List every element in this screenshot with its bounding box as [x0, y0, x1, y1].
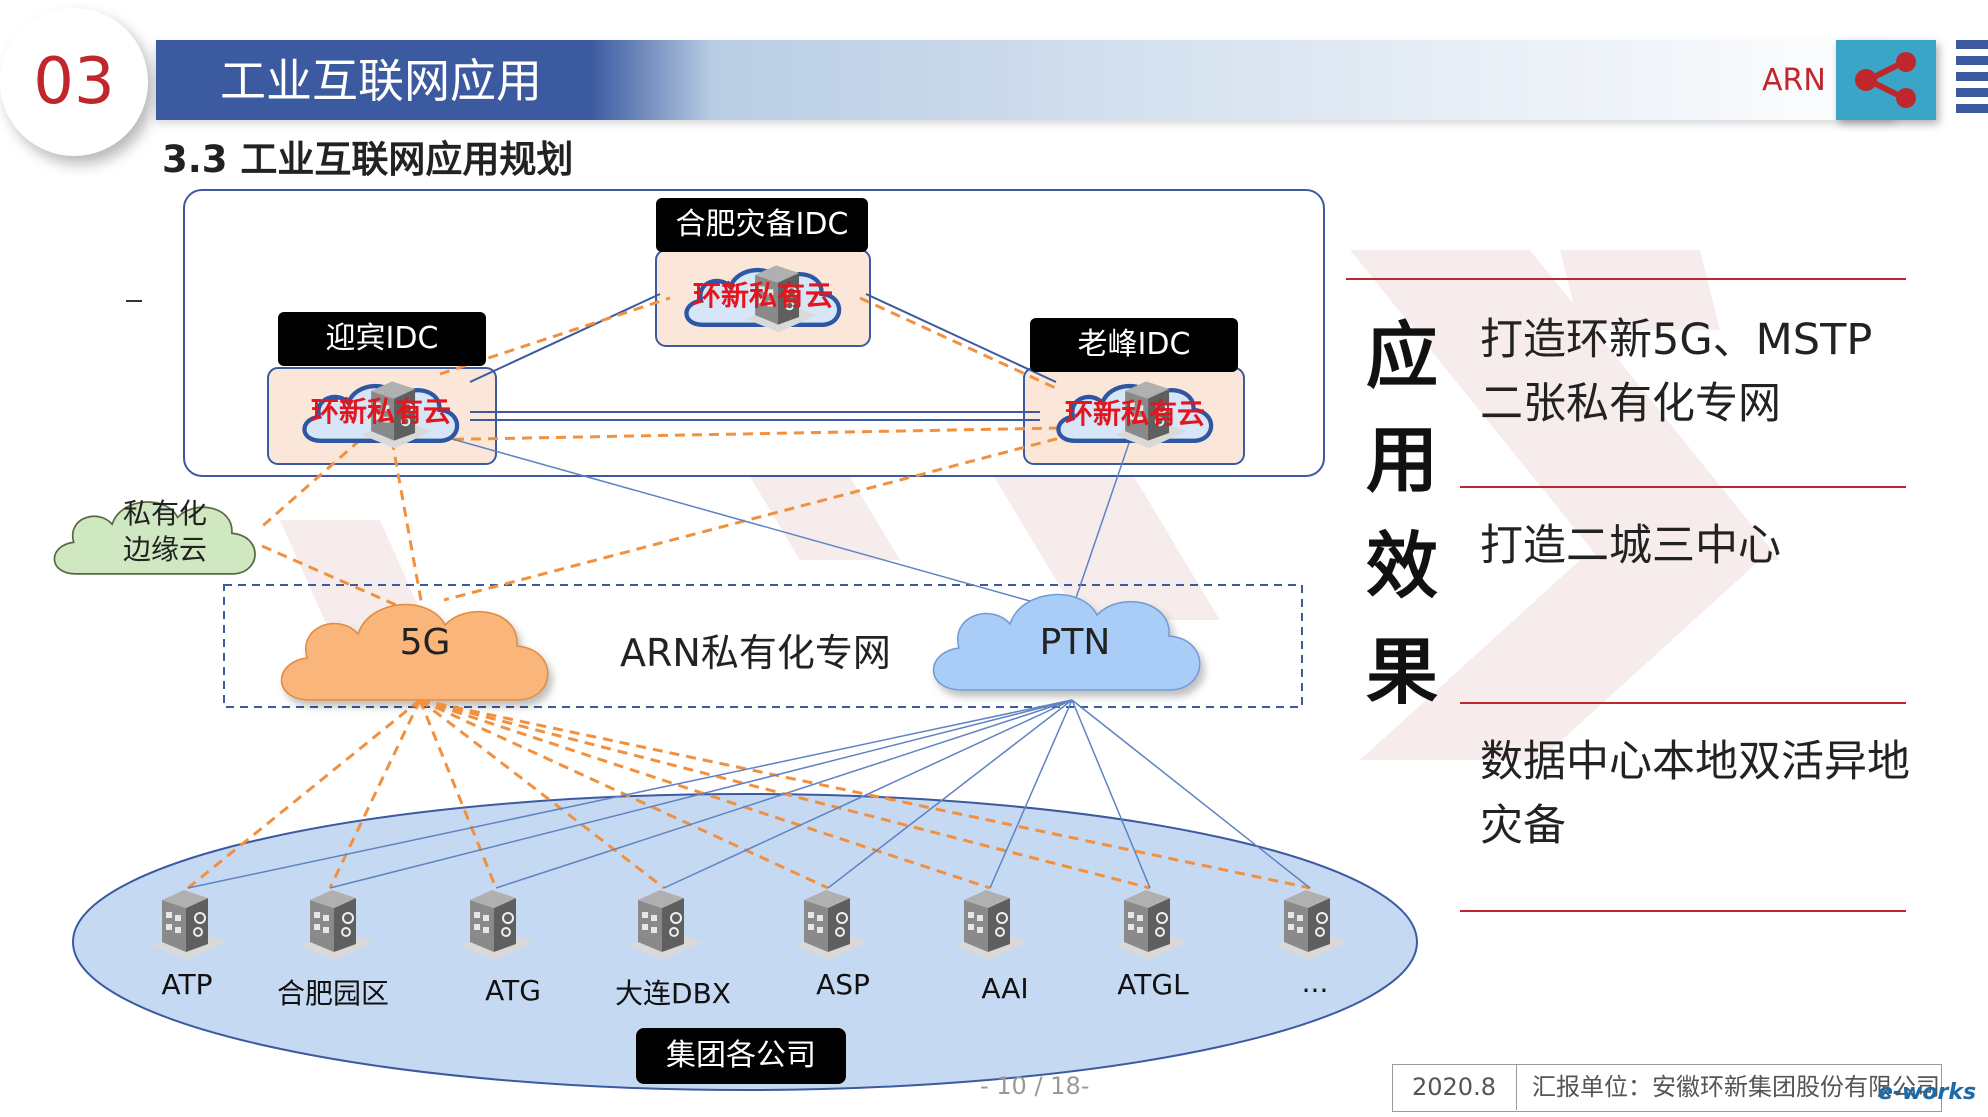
effect-line: 二张私有化专网	[1480, 379, 1781, 429]
cloud-ptn-label: PTN	[1039, 622, 1111, 663]
share-icon	[1855, 52, 1916, 108]
effect-line: 灾备	[1480, 801, 1566, 851]
private-cloud-label: 环新私有云	[310, 395, 451, 428]
effects-heading-char: 应	[1365, 314, 1438, 398]
effect-line: 打造二城三中心	[1480, 521, 1781, 571]
private-cloud-label: 环新私有云	[692, 279, 833, 312]
header-stripe	[1956, 104, 1988, 113]
site-label: 合肥园区	[276, 977, 389, 1010]
edge-cloud-label: 私有化 边缘云	[100, 496, 230, 568]
divider-line	[1460, 702, 1906, 704]
header-stripe	[1956, 40, 1988, 49]
arn-network-label: ARN私有化专网	[620, 631, 891, 675]
site-label: ASP	[816, 968, 870, 1001]
group-companies-label: 集团各公司	[636, 1028, 846, 1084]
header-stripe	[1956, 56, 1988, 65]
edge-cloud-line2: 边缘云	[122, 533, 207, 566]
site-label: ATGL	[1117, 968, 1189, 1001]
page-number: - 10 / 18-	[980, 1072, 1090, 1100]
header-stripe	[1956, 88, 1988, 97]
cloud-5g-label: 5G	[399, 622, 451, 663]
dash-mark	[126, 300, 142, 302]
brand-label: ARN	[1762, 63, 1826, 98]
effect-item: 打造二城三中心	[1480, 514, 1920, 578]
effects-heading-char: 用	[1365, 418, 1438, 502]
share-button[interactable]	[1836, 40, 1936, 120]
ptn-downlinks	[187, 699, 1311, 889]
section-number: 03	[33, 45, 115, 119]
divider-line	[1346, 278, 1906, 280]
section-number-badge	[0, 8, 148, 156]
effects-heading-char: 效	[1365, 524, 1438, 608]
effect-line: 打造环新5G、MSTP	[1480, 315, 1873, 365]
site-label: ATP	[161, 968, 213, 1001]
divider-line	[1460, 910, 1906, 912]
header-stripe	[1956, 72, 1988, 81]
footer-organization: 汇报单位：安徽环新集团股份有限公司	[1532, 1073, 1940, 1101]
idc-label-laofeng: 老峰IDC	[1030, 318, 1238, 372]
site-label: ...	[1301, 966, 1329, 999]
effect-item: 数据中心本地双活异地 灾备	[1480, 730, 1920, 858]
site-label: ATG	[485, 974, 541, 1007]
site-label: AAI	[981, 972, 1029, 1005]
effect-line: 数据中心本地双活异地	[1480, 737, 1910, 787]
uplink-solid	[419, 429, 1131, 611]
footer-date: 2020.8	[1392, 1064, 1517, 1110]
footer-box	[1392, 1064, 1942, 1112]
divider-line	[1460, 486, 1906, 488]
arn-network-frame	[223, 584, 1303, 708]
section-subtitle: 3.3 工业互联网应用规划	[162, 138, 574, 181]
source-watermark: e-works	[1878, 1080, 1977, 1105]
private-cloud-label: 环新私有云	[1064, 397, 1205, 430]
idc-label-hefei: 合肥灾备IDC	[656, 198, 868, 252]
edge-cloud-line1: 私有化	[122, 497, 207, 530]
idc-links	[469, 293, 1057, 421]
effect-item: 打造环新5G、MSTP 二张私有化专网	[1480, 308, 1920, 436]
idc-label-yingbin: 迎宾IDC	[278, 312, 486, 366]
page-title: 工业互联网应用	[220, 54, 542, 108]
uplink-dashed	[257, 428, 1091, 614]
title-bar	[156, 40, 1896, 120]
effects-heading-char: 果	[1365, 630, 1438, 714]
site-label: 大连DBX	[615, 977, 731, 1010]
